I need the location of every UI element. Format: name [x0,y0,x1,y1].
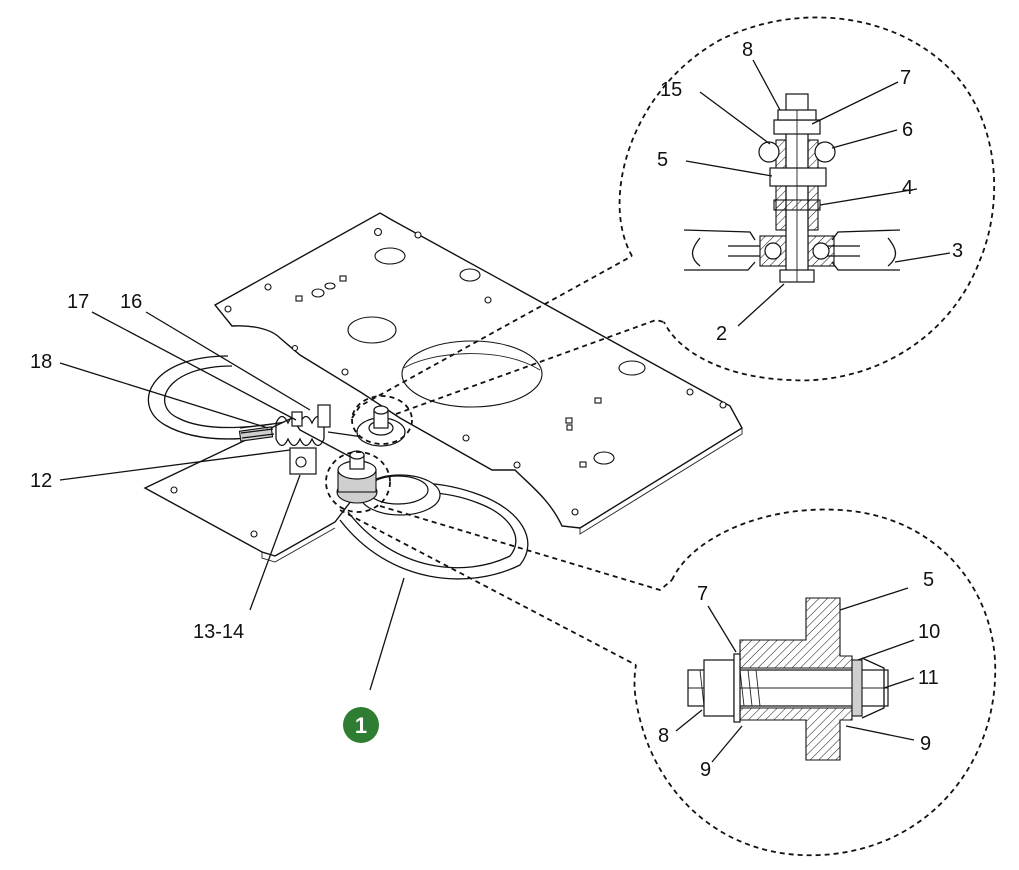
callout-5-upper: 5 [657,149,668,171]
callout-12: 12 [30,470,52,492]
callout-16: 16 [120,291,142,313]
callout-7-lower: 7 [697,583,708,605]
upper-callouts: 8 7 15 6 5 4 3 2 [657,39,963,345]
callout-15: 15 [660,79,682,101]
badge-number: 1 [355,713,367,738]
callout-8-upper: 8 [742,39,753,61]
callout-17: 17 [67,291,89,313]
callout-6: 6 [902,119,913,141]
callout-9-right: 9 [920,733,931,755]
callout-13-14: 13-14 [193,621,244,643]
spring-tensioner [238,404,371,475]
leader-lines [59,59,951,763]
callout-5-lower: 5 [923,569,934,591]
callout-9-left: 9 [700,759,711,781]
callout-10: 10 [918,621,940,643]
main-assembly [143,212,743,580]
reference-badge: 1 [343,707,379,743]
callout-18: 18 [30,351,52,373]
middle-callouts: 17 16 18 12 13-14 [30,291,244,643]
callout-2: 2 [716,323,727,345]
callout-4: 4 [902,177,913,199]
badge-circle [343,707,379,743]
callout-3: 3 [952,240,963,262]
upper-detail-connector-2 [395,319,665,415]
upper-detail [618,16,996,382]
lower-detail-connector [339,509,637,666]
lower-detail-connector-2 [379,505,673,592]
lower-callouts: 7 5 10 11 8 9 9 [658,569,940,781]
callout-11: 11 [918,667,939,689]
callout-8-lower: 8 [658,725,669,747]
idler-pulley [356,405,406,447]
upper-detail-connector [351,255,633,419]
main-pulley [336,450,441,516]
callout-7-upper: 7 [900,67,911,89]
lower-detail [633,508,997,857]
